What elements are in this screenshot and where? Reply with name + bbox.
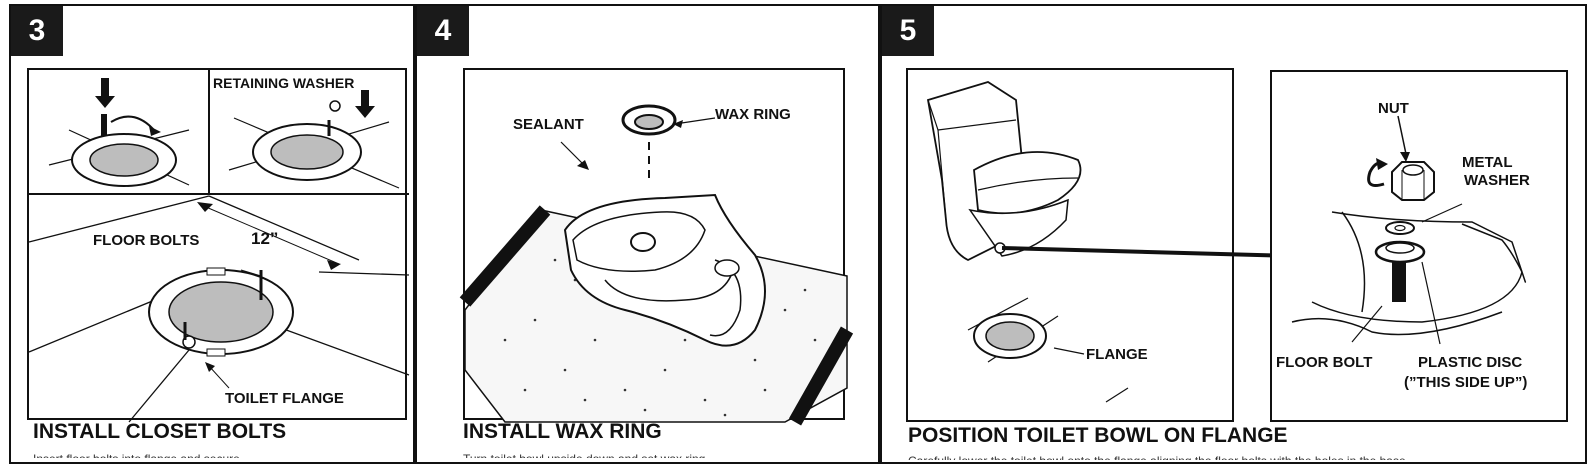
flange-illustration [28, 195, 410, 423]
nut-label: NUT [1378, 100, 1409, 117]
step-5-number: 5 [882, 6, 934, 56]
floor-bolts-label: FLOOR BOLTS [93, 232, 200, 249]
step-4-panel: 4 [415, 4, 880, 464]
step-3-panel: 3 [9, 4, 415, 464]
step-4-illustration-frame: SEALANT WAX RING [459, 68, 854, 426]
distance-12-label: 12” [251, 229, 279, 248]
step-3-illustration-frame: RETAINING WASHER FLOOR BOLTS 12” TOILET … [27, 68, 410, 423]
toilet-illustration [926, 81, 1129, 403]
step-5-right-frame: NUT METAL WASHER FLOOR BOLT PLASTIC DISC… [1270, 70, 1568, 422]
toilet-flange-label: TOILET FLANGE [225, 390, 344, 407]
wax-ring-label: WAX RING [715, 106, 791, 123]
metal-washer-label-line1: METAL [1462, 154, 1513, 171]
washer-illustration [228, 90, 400, 189]
step-4-description: Turn toilet bowl upside down and set wax… [463, 450, 843, 458]
step-5-panel: 5 FLANGE [880, 4, 1587, 464]
sealant-label: SEALANT [513, 116, 584, 133]
plastic-disc-label-line1: PLASTIC DISC [1418, 354, 1523, 371]
bolt-assembly-illustration [1291, 115, 1527, 345]
flange-label: FLANGE [1086, 346, 1148, 363]
retaining-washer-label: RETAINING WASHER [213, 75, 355, 91]
step-3-description: Insert floor bolts into flange and secur… [33, 450, 373, 458]
step-5-title: POSITION TOILET BOWL ON FLANGE [908, 424, 1288, 447]
step-3-title: INSTALL CLOSET BOLTS [33, 420, 287, 443]
plastic-disc-label-line2: (”THIS SIDE UP”) [1404, 374, 1528, 391]
step-3-number: 3 [11, 6, 63, 56]
step-3-illustration [28, 70, 410, 423]
step-5-description: Carefully lower the toilet bowl onto the… [908, 452, 1568, 460]
floor-bolt-label: FLOOR BOLT [1276, 354, 1373, 371]
metal-washer-label-line2: WASHER [1464, 172, 1530, 189]
step-4-number: 4 [417, 6, 469, 56]
bolt-insert-illustration [48, 78, 190, 187]
step-5-left-frame: FLANGE [906, 68, 1234, 422]
toilet-upside-down-illustration [459, 104, 854, 426]
step-4-title: INSTALL WAX RING [463, 420, 662, 443]
